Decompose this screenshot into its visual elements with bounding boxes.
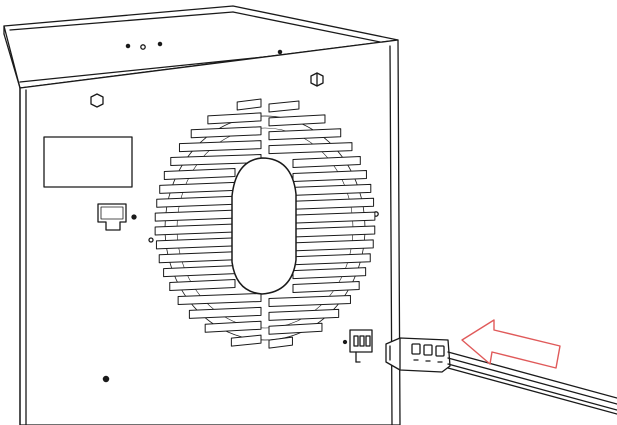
right-grille-slat: [268, 294, 351, 307]
hex-nut-left: [90, 93, 104, 108]
right-grille-slat: [268, 142, 353, 155]
left-grille-slat: [177, 292, 262, 305]
fan-hub: [231, 157, 297, 295]
left-grille-slat: [190, 126, 262, 139]
left-grille-slat: [163, 167, 236, 180]
top-screw-hole-2: [140, 44, 146, 50]
right-grille-slat: [268, 322, 323, 335]
cable-plug: [385, 337, 451, 373]
left-grille-slat: [188, 306, 262, 319]
right-grille-slat: [268, 336, 293, 349]
top-screw-hole-3: [157, 41, 163, 47]
right-grille-slat: [268, 128, 342, 141]
right-grille-slat: [268, 114, 326, 127]
right-grille-slat: [292, 267, 367, 280]
insertion-arrow: [461, 319, 561, 369]
panel-hole-3: [102, 375, 110, 383]
hex-nut-right: [310, 72, 324, 87]
left-grille-slat: [207, 112, 262, 125]
right-grille-slat: [292, 156, 361, 169]
right-grille-slat: [268, 308, 340, 321]
terminal-block-socket: [342, 329, 373, 363]
right-grille-slat: [268, 100, 300, 113]
left-grille-slat: [236, 98, 262, 111]
left-grille-slat: [204, 320, 262, 333]
label-plate: [43, 136, 133, 188]
left-grille-slat: [178, 140, 262, 153]
network-port: [97, 203, 137, 231]
left-grille-slat: [169, 279, 236, 292]
panel-hole-1: [148, 237, 154, 243]
fan-grille: [154, 98, 376, 349]
top-screw-hole-5: [277, 49, 283, 55]
top-screw-hole-1: [125, 43, 131, 49]
left-grille-slat: [230, 334, 262, 347]
right-grille-slat: [292, 281, 360, 294]
cable: [447, 351, 617, 415]
